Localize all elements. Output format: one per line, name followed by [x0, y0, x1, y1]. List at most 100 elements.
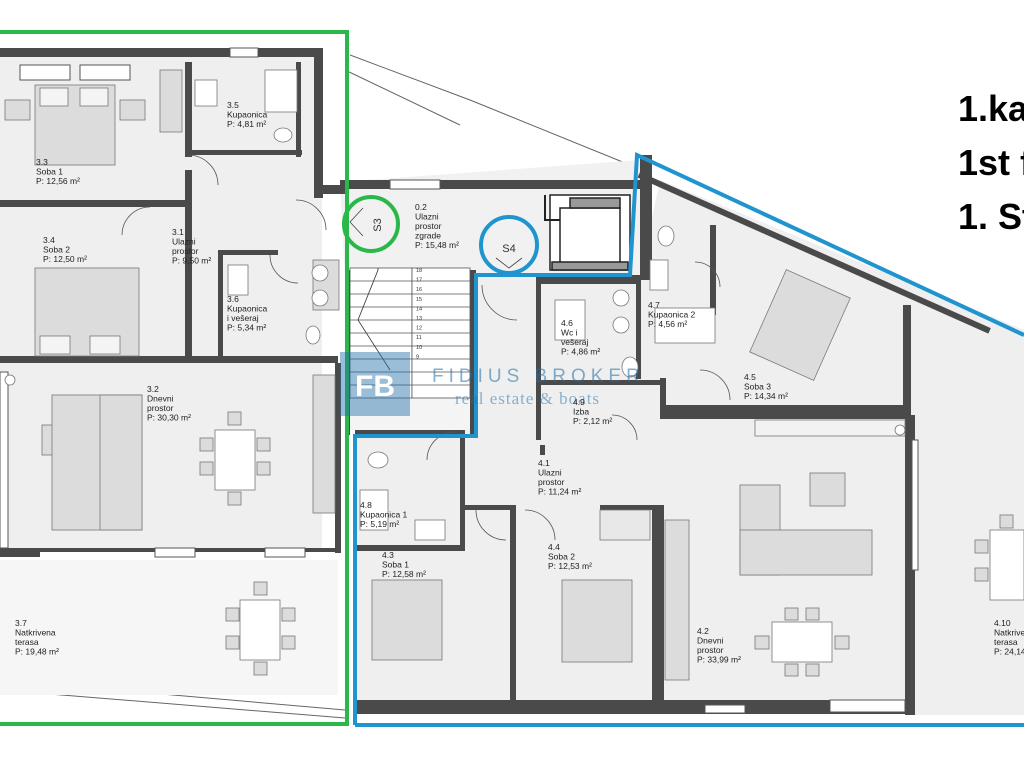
room-number: 4.3 [382, 550, 394, 560]
room-text-line: P: 5,34 m² [227, 323, 266, 333]
room-text-line: zgrade [415, 231, 441, 241]
room-text-line: Soba 1 [382, 560, 409, 570]
room-text-line: prostor [538, 477, 565, 487]
room-text-line: P: 4,86 m² [561, 347, 600, 357]
room-text-line: P: 4,81 m² [227, 119, 266, 129]
room-text-line: i vešeraj [227, 313, 259, 323]
stair-step-number: 18 [416, 268, 422, 274]
doors [121, 154, 731, 541]
room-text-line: Soba 3 [744, 382, 771, 392]
room-text-line: Natkrive [994, 628, 1024, 638]
room-number: 3.6 [227, 294, 239, 304]
room-text-line: Soba 1 [36, 167, 63, 177]
room-text-line: Ulazni [538, 468, 562, 478]
room-text-line: Natkrivena [15, 628, 56, 638]
unit-4-outline [353, 151, 1024, 727]
watermark-logo: FB [355, 370, 395, 403]
room-text-line: Kupaonica [227, 304, 267, 314]
room-number: 4.5 [744, 372, 756, 382]
heading-english: 1st f [958, 142, 1024, 183]
room-number: 4.8 [360, 500, 372, 510]
heading-croatian: 1.ka [958, 88, 1024, 129]
room-text-line: prostor [697, 645, 724, 655]
room-number: 3.1 [172, 227, 184, 237]
stair-step-number: 17 [416, 278, 422, 284]
room-number: 0.2 [415, 202, 427, 212]
room-text-line: Izba [573, 407, 589, 417]
windows [0, 47, 919, 714]
stair-step-number: 9 [416, 354, 419, 360]
room-text-line: P: 33,99 m² [697, 655, 741, 665]
watermark: FB FIDIUS BROKER real estate & boats [340, 352, 645, 416]
room-text-line: Ulazni [415, 212, 439, 222]
room-text-line: Dnevni [697, 636, 724, 646]
room-text-line: P: 12,58 m² [382, 569, 426, 579]
walls [0, 48, 991, 715]
stair-step-number: 11 [416, 335, 422, 341]
stair-step-number: 13 [416, 316, 422, 322]
room-text-line: prostor [172, 246, 199, 256]
room-text-line: Kupaonica 1 [360, 510, 408, 520]
stair-step-number: 10 [416, 345, 422, 351]
heading-german: 1. St [958, 196, 1024, 237]
staircase [349, 267, 471, 399]
room-number: 3.4 [43, 235, 55, 245]
room-text-line: P: 11,24 m² [538, 487, 581, 497]
room-text-line: P: 24,14 [994, 647, 1024, 657]
room-text-line: P: 5,19 m² [360, 519, 399, 529]
headings: 1.ka 1st f 1. St [958, 88, 1024, 237]
elevator [544, 194, 631, 271]
room-number: 4.6 [561, 318, 573, 328]
room-text-line: P: 12,53 m² [548, 561, 592, 571]
room-number: 3.7 [15, 618, 27, 628]
room-text-line: P: 2,12 m² [573, 416, 612, 426]
room-text-line: Soba 2 [548, 552, 575, 562]
room-text-line: Kupaonica 2 [648, 310, 696, 320]
room-text-line: P: 14,34 m² [744, 391, 788, 401]
stair-step-number: 14 [416, 306, 422, 312]
watermark-title: FIDIUS BROKER [432, 366, 645, 387]
marker-s4: S4 [479, 215, 539, 275]
room-text-line: Kupaonica [227, 110, 267, 120]
room-text-line: P: 19,48 m² [15, 647, 59, 657]
marker-s3: S3 [342, 195, 400, 253]
room-text-line: Wc i [561, 328, 578, 338]
room-text-line: P: 12,56 m² [36, 176, 80, 186]
stair-step-number: 15 [416, 297, 422, 303]
room-text-line: Ulazni [172, 237, 196, 247]
room-number: 4.4 [548, 542, 560, 552]
room-number: 4.10 [994, 618, 1011, 628]
marker-s3-label: S3 [372, 218, 384, 231]
room-text-line: terasa [15, 637, 39, 647]
room-number: 4.7 [648, 300, 660, 310]
room-text-line: terasa [994, 637, 1018, 647]
room-text-line: P: 12,50 m² [43, 254, 87, 264]
room-number: 4.2 [697, 626, 709, 636]
room-text-line: prostor [147, 403, 174, 413]
room-text-line: P: 30,30 m² [147, 413, 191, 423]
room-number: 4.9 [573, 397, 585, 407]
unit-3-outline [0, 30, 349, 726]
room-number: 3.5 [227, 100, 239, 110]
room-text-line: P: 9,50 m² [172, 256, 211, 266]
room-text-line: Dnevni [147, 394, 174, 404]
room-number: 3.3 [36, 157, 48, 167]
